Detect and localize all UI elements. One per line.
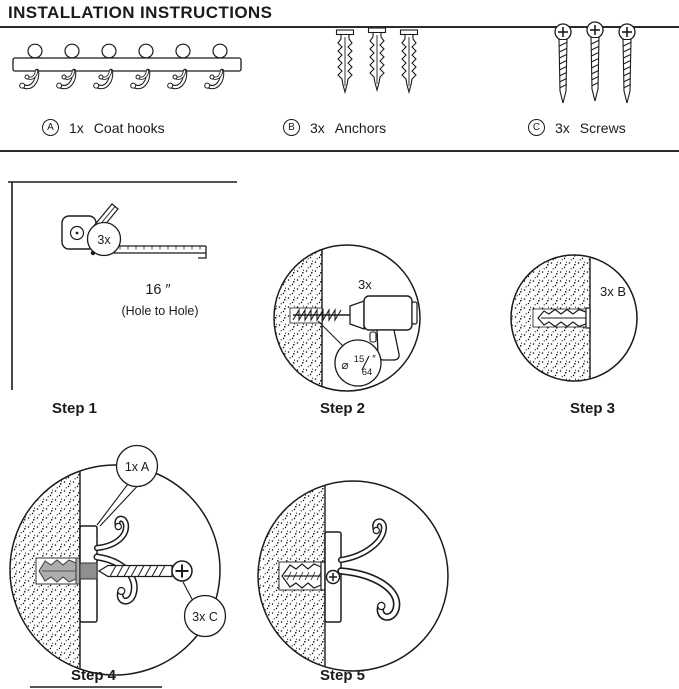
- anchor-icon: [367, 27, 387, 91]
- page-title: INSTALLATION INSTRUCTIONS: [8, 3, 273, 22]
- anchor-in-wall-icon: [38, 557, 81, 585]
- cropped-bottom-rule: [30, 686, 162, 688]
- part-label-anchors: B 3x Anchors: [283, 119, 386, 136]
- screw-icon: [586, 21, 604, 102]
- part-label-screws: C 3x Screws: [528, 119, 626, 136]
- part-qty-c: 3x: [555, 119, 570, 136]
- step1-distance-label: 16 ″: [145, 282, 170, 298]
- anchor-icon: [399, 29, 419, 93]
- step3-count-label: 3x B: [600, 284, 626, 299]
- section-divider: [0, 150, 679, 152]
- drill-icon: [292, 295, 418, 361]
- part-qty-b: 3x: [310, 119, 325, 136]
- step2-drawing: 3x ⌀ 15 64 ″: [273, 244, 421, 392]
- callout-leader: [317, 320, 347, 350]
- callout-leader: [96, 483, 129, 526]
- part-name-c: Screws: [579, 119, 626, 136]
- svg-text:⌀: ⌀: [341, 358, 348, 372]
- part-name-b: Anchors: [334, 119, 387, 136]
- screw-icon: [618, 23, 636, 104]
- step1-note-label: (Hole to Hole): [121, 304, 198, 318]
- step2-count-label: 3x: [358, 277, 372, 292]
- step1-label: Step 1: [52, 400, 98, 417]
- svg-text:15: 15: [354, 354, 365, 365]
- wall-corner-lines: [8, 181, 237, 390]
- step4-label: Step 4: [71, 667, 117, 684]
- part-badge-b: B: [283, 119, 300, 136]
- screw-icon: [554, 23, 572, 104]
- step2-label: Step 2: [320, 400, 366, 417]
- rack-hooks: [20, 43, 228, 88]
- anchor-icon: [335, 29, 355, 93]
- step1-count-label: 3x: [97, 233, 111, 247]
- anchors-drawing: [335, 27, 419, 93]
- callout-leader: [182, 581, 194, 602]
- step5-label: Step 5: [320, 667, 366, 684]
- coat-hook-icon: [337, 518, 401, 621]
- step3-label: Step 3: [570, 400, 616, 417]
- callout-leader: [99, 486, 138, 527]
- rack-callout-bubble: [115, 444, 159, 488]
- rack-rail: [12, 57, 242, 72]
- part-label-coat-hooks: A 1x Coat hooks: [42, 119, 165, 136]
- title-divider: [0, 26, 679, 28]
- drill-diameter-label: ⌀ 15 64 ″: [341, 354, 376, 378]
- screws-drawing: [554, 21, 636, 104]
- svg-text:64: 64: [362, 367, 373, 378]
- wall-section: [274, 245, 323, 391]
- diameter-callout-bubble: [334, 339, 382, 387]
- part-name-a: Coat hooks: [93, 119, 165, 136]
- svg-text:″: ″: [372, 354, 376, 365]
- step4-screws-label: 3x C: [192, 610, 218, 624]
- step3-drawing: 3x B: [510, 254, 638, 382]
- step4-drawing: 1x A 3x C: [9, 444, 227, 676]
- screws-callout-bubble: [183, 594, 227, 638]
- step2-circle: [273, 244, 421, 392]
- screw-icon: [97, 560, 193, 582]
- step3-circle: [510, 254, 638, 382]
- anchor-icon: [537, 307, 591, 329]
- screw-head-icon: [325, 569, 341, 585]
- step5-circle: [257, 480, 449, 672]
- step1-drawing: 3x 16 ″ (Hole to Hole): [8, 181, 237, 390]
- count-callout-bubble: [86, 221, 122, 257]
- step5-drawing: [257, 480, 449, 672]
- step4-rack-label: 1x A: [125, 460, 150, 474]
- step4-circle: [9, 464, 221, 676]
- part-badge-a: A: [42, 119, 59, 136]
- coat-hook-rack-drawing: [12, 43, 242, 111]
- coat-hook-icon: [93, 515, 138, 605]
- anchor-with-screw-icon: [281, 561, 326, 591]
- screw-slot: [79, 562, 98, 580]
- tape-measure-icon: [61, 215, 207, 259]
- part-qty-a: 1x: [69, 119, 84, 136]
- part-badge-c: C: [528, 119, 545, 136]
